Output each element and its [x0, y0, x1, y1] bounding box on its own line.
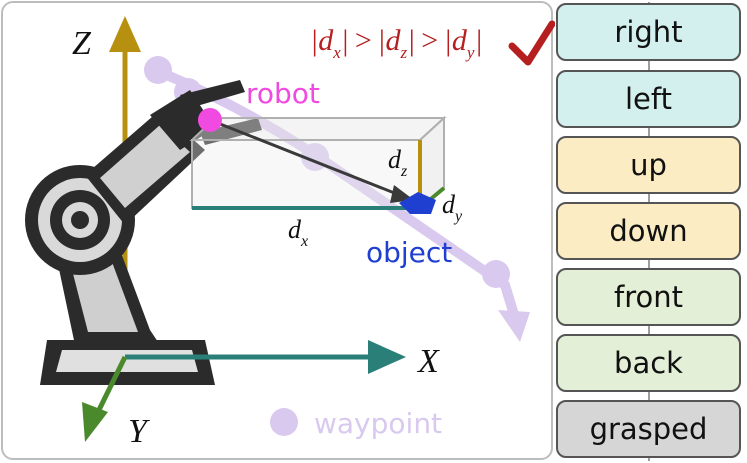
- action-grasped: grasped: [556, 400, 741, 458]
- robot-label: robot: [246, 77, 320, 110]
- waypoint-legend-dot: [270, 408, 298, 436]
- action-right: right: [556, 3, 741, 61]
- robot-arm: [25, 80, 262, 385]
- svg-text:|dx|>|dz|>|dy|: |dx|>|dz|>|dy|: [310, 24, 483, 62]
- action-front: front: [556, 268, 741, 326]
- action-back: back: [556, 334, 741, 392]
- y-axis: [82, 355, 128, 442]
- dy-label: dy: [442, 190, 463, 225]
- robot-marker: [198, 108, 222, 132]
- dx-label: dx: [288, 215, 308, 250]
- checkmark-icon: [508, 20, 555, 66]
- object-label: object: [366, 236, 452, 269]
- x-axis-label: X: [416, 343, 440, 380]
- z-axis-label: Z: [72, 25, 92, 62]
- action-down: down: [556, 202, 741, 260]
- action-list: right left up down front back grasped: [554, 2, 744, 461]
- x-axis: [125, 340, 406, 374]
- action-up: up: [556, 136, 741, 194]
- dz-label: dz: [388, 145, 408, 180]
- y-axis-label: Y: [128, 413, 150, 450]
- object-marker: [399, 192, 436, 214]
- displacement-box: [189, 115, 447, 211]
- scene-panel: Z X Y robot object waypoint dx dz dy |dx…: [1, 1, 555, 460]
- waypoint-label: waypoint: [314, 407, 442, 440]
- displacement-condition: |dx|>|dz|>|dy|: [310, 24, 483, 62]
- scene-diagram: Z X Y robot object waypoint dx dz dy |dx…: [25, 16, 555, 450]
- scene-frame: [1, 1, 553, 460]
- action-left: left: [556, 70, 741, 128]
